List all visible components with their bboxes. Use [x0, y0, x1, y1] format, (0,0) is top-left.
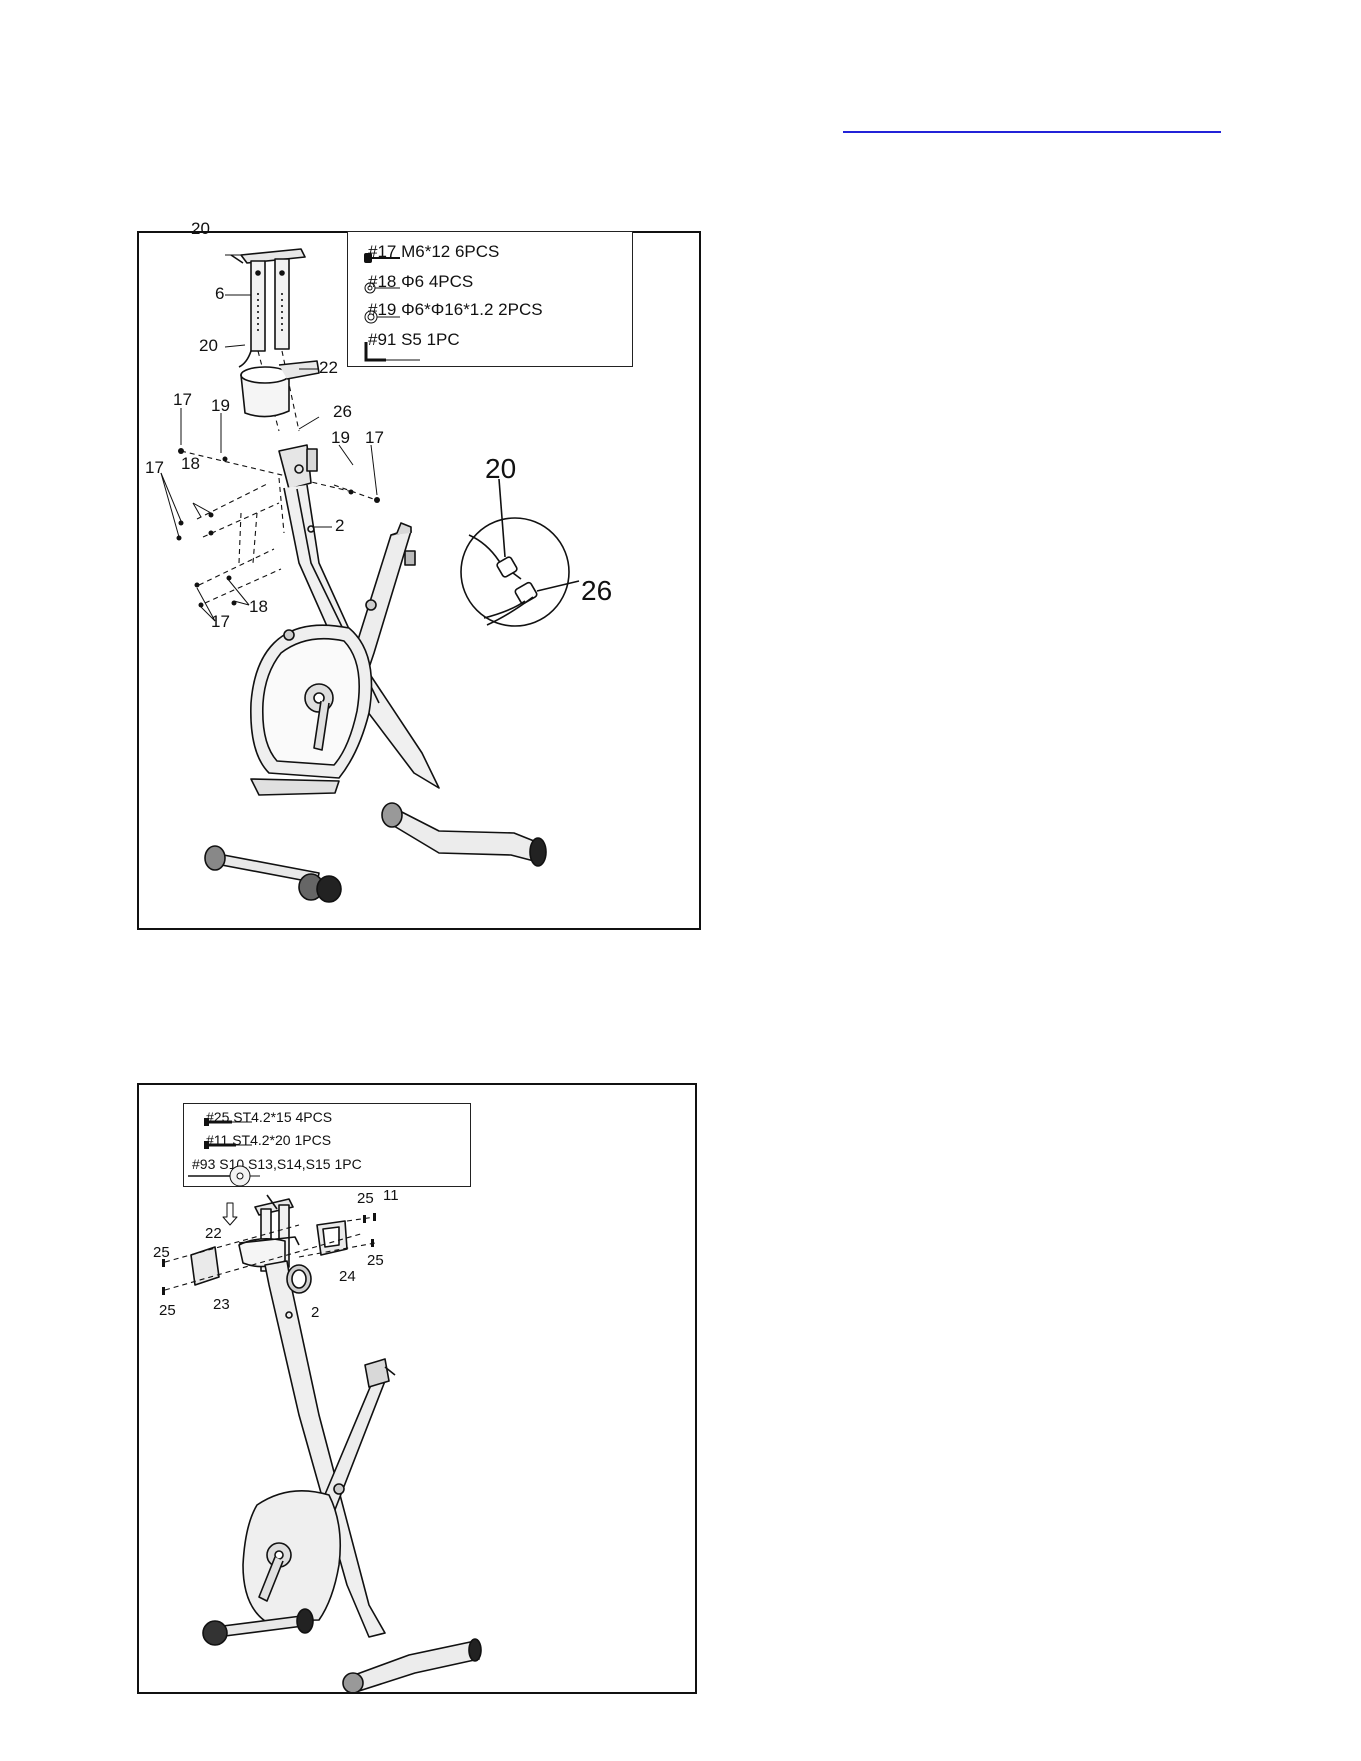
callout-part-24: 24	[339, 1269, 356, 1284]
legend-row: #25 ST4.2*15 4PCS	[202, 1109, 332, 1125]
top-hyperlink-underline[interactable]	[843, 131, 1221, 133]
callout-part-19: 19	[331, 429, 350, 446]
front-cover-part	[191, 1247, 219, 1285]
flywheel-housing	[251, 625, 372, 778]
callout-part-23: 23	[213, 1297, 230, 1312]
legend-row: #19 Φ6*Φ16*1.2 2PCS	[364, 300, 543, 320]
handlebar-post-part	[231, 249, 305, 367]
callout-part-11: 11	[383, 1188, 399, 1203]
detail-callout-26: 26	[581, 577, 612, 605]
rear-stabilizer	[343, 1639, 481, 1692]
callout-part-17: 17	[173, 391, 192, 408]
callout-part-2: 2	[335, 517, 344, 534]
legend-row: #11 ST4.2*20 1PCS	[202, 1132, 331, 1148]
callout-part-25: 25	[153, 1245, 170, 1260]
callout-part-17: 17	[145, 459, 164, 476]
callout-part-22: 22	[319, 359, 338, 376]
front-stabilizer	[205, 779, 341, 902]
rear-stabilizer	[382, 803, 546, 866]
callout-part-20: 20	[191, 220, 210, 237]
assembly-figure-step-1: 20 6 20 22 26 17 19 19 17 18 17 2 18 17 …	[137, 231, 701, 930]
legend-row: #93 S10,S13,S14,S15 1PC	[188, 1156, 362, 1172]
callout-part-25: 25	[357, 1191, 374, 1206]
legend-row: #91 S5 1PC	[364, 330, 460, 350]
connector-detail-circle	[461, 479, 579, 626]
callout-part-17: 17	[211, 613, 230, 630]
callout-part-25: 25	[159, 1303, 176, 1318]
legend-row: #18 Φ6 4PCS	[364, 272, 473, 292]
callout-part-18: 18	[249, 598, 268, 615]
cup-holder-part	[239, 1237, 299, 1267]
callout-part-22: 22	[205, 1226, 222, 1241]
parts-legend: #25 ST4.2*15 4PCS #11 ST4.2*20 1PCS #93 …	[183, 1103, 471, 1187]
callout-part-17: 17	[365, 429, 384, 446]
parts-legend: #17 M6*12 6PCS #18 Φ6 4PCS #19 Φ6*Φ16*1.…	[347, 231, 633, 367]
flywheel-housing	[243, 1491, 340, 1621]
callout-part-20: 20	[199, 337, 218, 354]
callout-part-6: 6	[215, 285, 224, 302]
legend-row: #17 M6*12 6PCS	[364, 242, 499, 262]
down-arrow-icon	[223, 1203, 237, 1225]
callout-part-25: 25	[367, 1253, 384, 1268]
callout-part-18: 18	[181, 455, 200, 472]
rear-bracket-part	[317, 1221, 347, 1255]
callout-part-26: 26	[333, 403, 352, 420]
callout-part-2: 2	[311, 1305, 319, 1320]
assembly-figure-step-2: 25 11 22 25 25 24 25 23 2 #25 ST4.2*15 4…	[137, 1083, 697, 1694]
detail-callout-20: 20	[485, 455, 516, 483]
callout-part-19: 19	[211, 397, 230, 414]
